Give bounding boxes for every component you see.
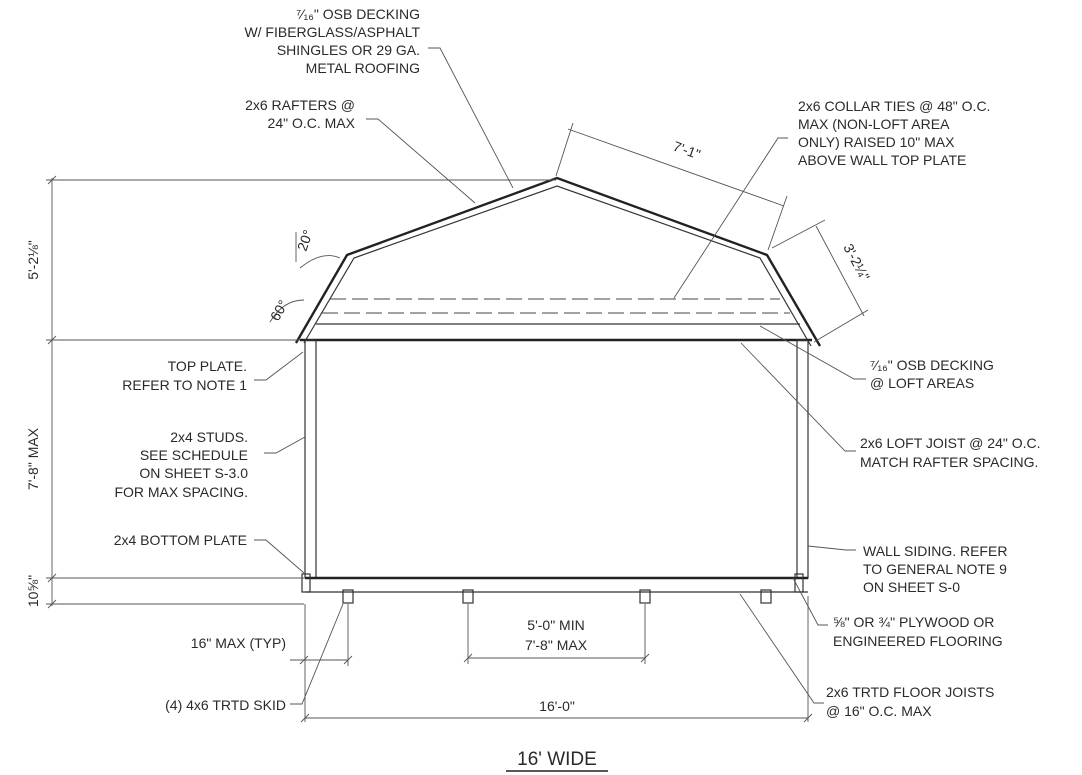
note-osb-loft: ⁷⁄₁₆" OSB DECKING @ LOFT AREAS: [870, 357, 994, 391]
svg-text:W/ FIBERGLASS/ASPHALT: W/ FIBERGLASS/ASPHALT: [244, 24, 420, 40]
svg-text:2x6 COLLAR TIES @ 48" O.C.: 2x6 COLLAR TIES @ 48" O.C.: [798, 98, 990, 114]
svg-text:METAL ROOFING: METAL ROOFING: [306, 60, 420, 76]
dim-wall-height: 7'-8" MAX: [25, 427, 41, 490]
svg-text:WALL SIDING. REFER: WALL SIDING. REFER: [863, 543, 1007, 559]
svg-text:FOR MAX SPACING.: FOR MAX SPACING.: [114, 484, 248, 500]
note-studs: 2x4 STUDS. SEE SCHEDULE ON SHEET S-3.0 F…: [114, 429, 248, 500]
note-osb-roof: ⁷⁄₁₆" OSB DECKING W/ FIBERGLASS/ASPHALT …: [244, 6, 420, 76]
note-rafters: 2x6 RAFTERS @ 24" O.C. MAX: [245, 97, 356, 131]
svg-text:@ LOFT AREAS: @ LOFT AREAS: [870, 375, 974, 391]
dim-angle-upper: 20°: [294, 228, 316, 253]
note-floor-joists: 2x6 TRTD FLOOR JOISTS @ 16" O.C. MAX: [826, 684, 994, 719]
skids: [342, 589, 772, 604]
svg-text:ENGINEERED FLOORING: ENGINEERED FLOORING: [833, 633, 1003, 649]
dim-overall-width: 16'-0": [539, 698, 575, 714]
dim-center-span-min: 5'-0" MIN: [527, 617, 584, 633]
svg-text:⅝" OR ¾" PLYWOOD OR: ⅝" OR ¾" PLYWOOD OR: [833, 614, 994, 630]
svg-text:⁷⁄₁₆" OSB DECKING: ⁷⁄₁₆" OSB DECKING: [296, 6, 420, 22]
walls: [301, 339, 809, 593]
collar-tie-dashes: [322, 298, 790, 314]
svg-text:SEE SCHEDULE: SEE SCHEDULE: [140, 447, 248, 463]
roof-outline: [294, 176, 822, 347]
note-loft-joist: 2x6 LOFT JOIST @ 24" O.C. MATCH RAFTER S…: [860, 435, 1041, 470]
note-bottom-plate: 2x4 BOTTOM PLATE: [114, 532, 247, 548]
svg-text:ON SHEET S-3.0: ON SHEET S-3.0: [139, 465, 248, 481]
dim-skid-spacing: 16" MAX (TYP): [191, 635, 286, 651]
drawing-title: 16' WIDE: [517, 749, 597, 770]
dim-angle-lower: 60°: [267, 297, 291, 323]
svg-text:ON SHEET S-0: ON SHEET S-0: [863, 579, 960, 595]
svg-text:TO GENERAL NOTE 9: TO GENERAL NOTE 9: [863, 561, 1007, 577]
note-top-plate: TOP PLATE. REFER TO NOTE 1: [122, 358, 247, 393]
svg-text:ONLY) RAISED 10" MAX: ONLY) RAISED 10" MAX: [798, 134, 955, 150]
dimension-lines: [46, 122, 869, 723]
svg-text:SHINGLES OR 29 GA.: SHINGLES OR 29 GA.: [277, 42, 420, 58]
svg-text:2x6 RAFTERS @: 2x6 RAFTERS @: [245, 97, 355, 113]
svg-text:24" O.C. MAX: 24" O.C. MAX: [268, 115, 356, 131]
svg-text:ABOVE WALL TOP PLATE: ABOVE WALL TOP PLATE: [798, 152, 966, 168]
svg-text:2x6 TRTD FLOOR JOISTS: 2x6 TRTD FLOOR JOISTS: [826, 684, 994, 700]
dim-floor-height: 10⅝": [25, 575, 41, 607]
note-collar-ties: 2x6 COLLAR TIES @ 48" O.C. MAX (NON-LOFT…: [798, 98, 990, 168]
dim-roof-height: 5'-2⅛": [25, 240, 41, 280]
leader-lines: [254, 47, 866, 705]
note-flooring: ⅝" OR ¾" PLYWOOD OR ENGINEERED FLOORING: [833, 614, 1003, 649]
svg-text:MATCH RAFTER SPACING.: MATCH RAFTER SPACING.: [860, 454, 1038, 470]
dim-center-span-max: 7'-8" MAX: [525, 637, 588, 653]
svg-text:TOP PLATE.: TOP PLATE.: [168, 358, 247, 374]
svg-text:⁷⁄₁₆" OSB DECKING: ⁷⁄₁₆" OSB DECKING: [870, 357, 994, 373]
svg-text:2x4 STUDS.: 2x4 STUDS.: [170, 429, 248, 445]
svg-text:2x6 LOFT JOIST @ 24" O.C.: 2x6 LOFT JOIST @ 24" O.C.: [860, 435, 1041, 451]
loft-floor: [300, 323, 812, 342]
dim-upper-roof: 7'-1": [671, 138, 703, 163]
svg-text:@ 16" O.C. MAX: @ 16" O.C. MAX: [826, 703, 932, 719]
dim-lower-roof: 3'-2¼": [840, 241, 873, 283]
svg-text:REFER TO NOTE 1: REFER TO NOTE 1: [122, 377, 247, 393]
note-siding: WALL SIDING. REFER TO GENERAL NOTE 9 ON …: [863, 543, 1007, 595]
svg-text:MAX (NON-LOFT AREA: MAX (NON-LOFT AREA: [798, 116, 950, 132]
note-skid: (4) 4x6 TRTD SKID: [165, 697, 286, 713]
